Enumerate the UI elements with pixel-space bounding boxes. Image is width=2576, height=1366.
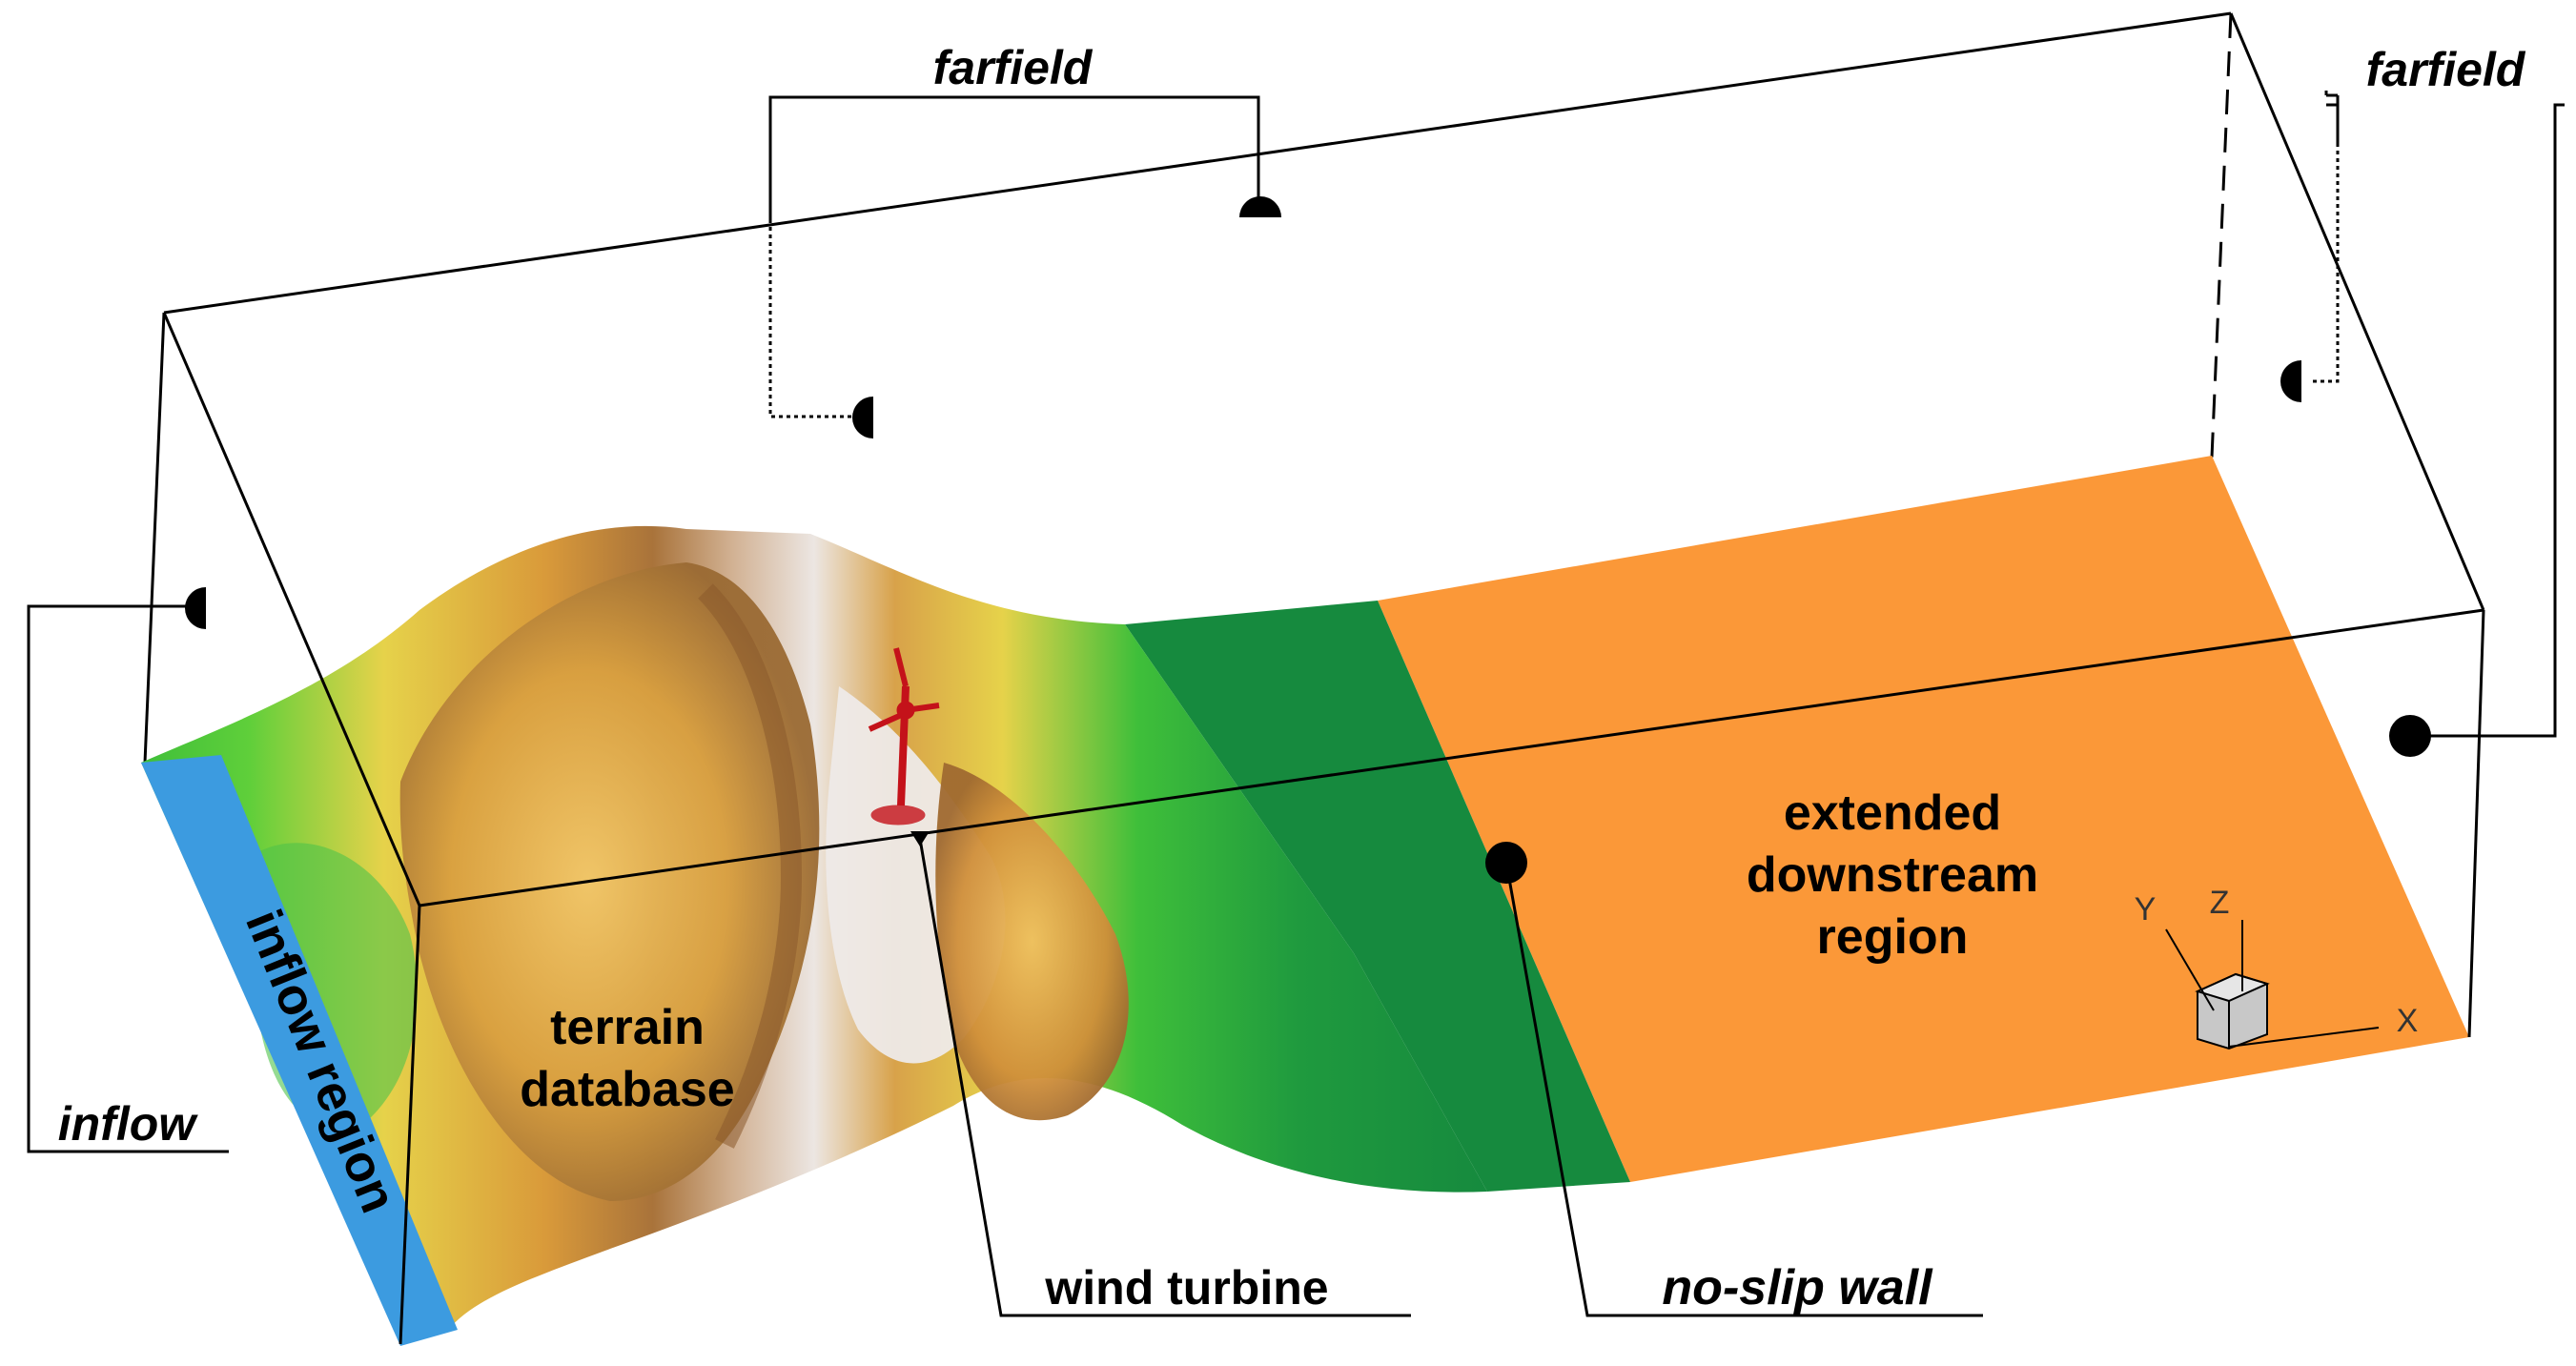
downstream-floor [1378, 456, 2469, 1182]
turbine-pointer [910, 831, 930, 846]
filled-dot-marker-icon [1485, 715, 2431, 884]
turbine-icon [868, 647, 940, 826]
leader-lines [27, 91, 2565, 1317]
domain-box-back [143, 11, 2485, 764]
terrain-hill-2 [935, 763, 1129, 1121]
terrain-dark-green-band [1125, 601, 1630, 1192]
half-disk-marker-icon [185, 196, 2301, 629]
farfield-top-label: farfield [933, 41, 1094, 94]
axis-z-label: Z [2210, 885, 2230, 921]
inflow-region-strip [141, 755, 458, 1346]
downstream-label-line2: downstream [1747, 847, 2038, 903]
terrain-label-line2: database [520, 1062, 734, 1117]
wind-turbine-label: wind turbine [1044, 1261, 1328, 1315]
axis-cube-icon [2165, 920, 2380, 1050]
farfield-right-leader [2326, 103, 2340, 143]
downstream-label-line1: extended [1784, 785, 2001, 841]
downstream-label-line3: region [1817, 909, 1969, 965]
axis-x-label: X [2397, 1003, 2419, 1039]
axis-y-label: Y [2135, 891, 2157, 928]
inflow-label: inflow [58, 1097, 199, 1151]
domain-box-front [162, 312, 2485, 1345]
terrain-surface [141, 456, 2469, 1346]
no-slip-wall-label: no-slip wall [1662, 1260, 1933, 1315]
terrain-hill-1 [399, 562, 820, 1201]
terrain-label-line1: terrain [550, 1000, 705, 1055]
farfield-right-label: farfield [2366, 43, 2526, 96]
